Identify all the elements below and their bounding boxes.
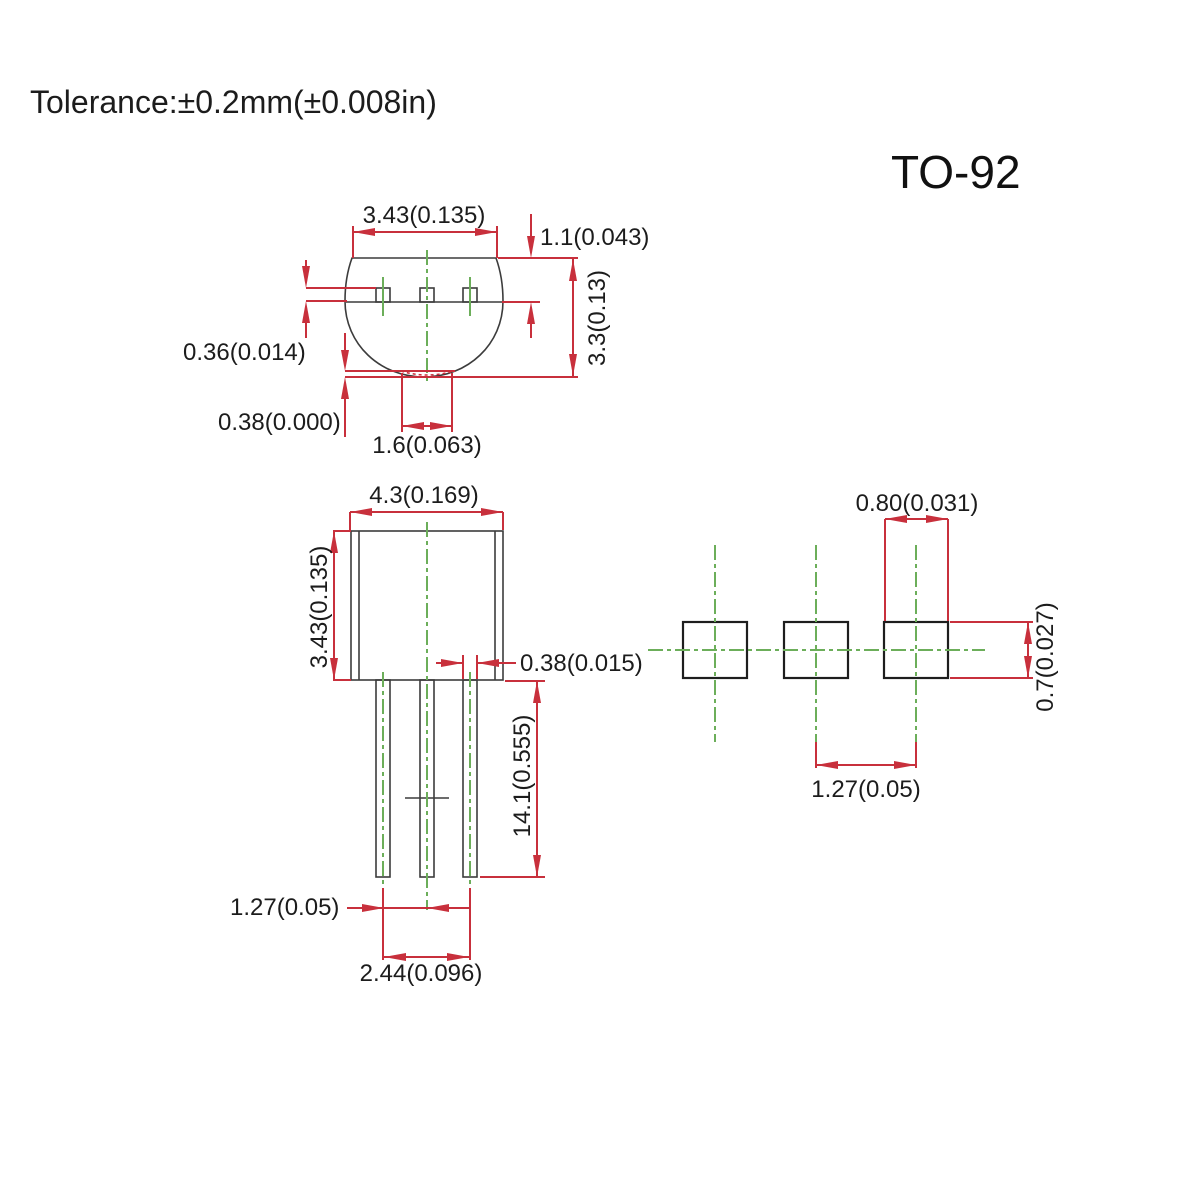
dim-top-lead-thickness-label: 0.36(0.014) — [183, 339, 306, 366]
dim-top-flat-width-label: 1.6(0.063) — [372, 432, 481, 459]
dim-front-lead-span-label: 2.44(0.096) — [360, 960, 483, 987]
dim-top-lead-thickness: 0.36(0.014) — [183, 260, 376, 366]
front-view: 4.3(0.169) 3.43(0.135) 0.38(0.015) — [230, 482, 643, 987]
dim-section-lead-pitch-label: 1.27(0.05) — [811, 776, 920, 803]
dim-front-body-width: 4.3(0.169) — [349, 482, 504, 530]
dim-top-body-width: 3.43(0.135) — [352, 202, 498, 258]
dim-section-lead-width-label: 0.80(0.031) — [856, 490, 979, 517]
dim-section-lead-thickness-label: 0.7(0.027) — [1032, 602, 1059, 711]
dim-top-body-depth: 3.3(0.13) — [569, 259, 611, 376]
package-name: TO-92 — [891, 146, 1021, 198]
dim-top-lead-face-offset-label: 1.1(0.043) — [540, 224, 649, 251]
top-view-body-outline — [344, 257, 504, 378]
dim-front-lead-length-label: 14.1(0.555) — [509, 715, 536, 838]
dim-front-lead-span: 2.44(0.096) — [360, 953, 483, 987]
dim-top-flat-offset: 0.38(0.000) — [218, 333, 578, 437]
dim-top-flat-offset-label: 0.38(0.000) — [218, 409, 341, 436]
dim-front-body-height: 3.43(0.135) — [306, 530, 351, 681]
dim-top-lead-face-offset: 1.1(0.043) — [498, 214, 649, 338]
dim-front-lead-pitch-label: 1.27(0.05) — [230, 894, 339, 921]
dim-top-body-depth-label: 3.3(0.13) — [584, 270, 611, 366]
dim-front-lead-pitch: 1.27(0.05) — [230, 894, 469, 921]
dim-section-lead-pitch: 1.27(0.05) — [811, 761, 921, 803]
lead-section-view: 0.80(0.031) 0.7(0.027) 1.27(0.05) — [648, 490, 1059, 803]
dim-top-flat-width: 1.6(0.063) — [372, 373, 482, 459]
dim-section-lead-width: 0.80(0.031) — [856, 490, 979, 621]
top-view: 3.43(0.135) 1.1(0.043) 3.3(0.13) — [183, 202, 649, 459]
tolerance-note: Tolerance:±0.2mm(±0.008in) — [30, 84, 437, 120]
dim-front-body-width-label: 4.3(0.169) — [369, 482, 478, 509]
top-view-bottom-arc-dashed — [400, 370, 455, 376]
dim-front-lead-width-label: 0.38(0.015) — [520, 650, 643, 677]
dim-top-body-width-label: 3.43(0.135) — [363, 202, 486, 229]
dim-section-lead-thickness: 0.7(0.027) — [950, 602, 1059, 712]
dim-front-lead-width: 0.38(0.015) — [436, 650, 643, 679]
dim-front-lead-length: 14.1(0.555) — [480, 680, 545, 878]
dim-front-body-height-label: 3.43(0.135) — [306, 546, 333, 669]
